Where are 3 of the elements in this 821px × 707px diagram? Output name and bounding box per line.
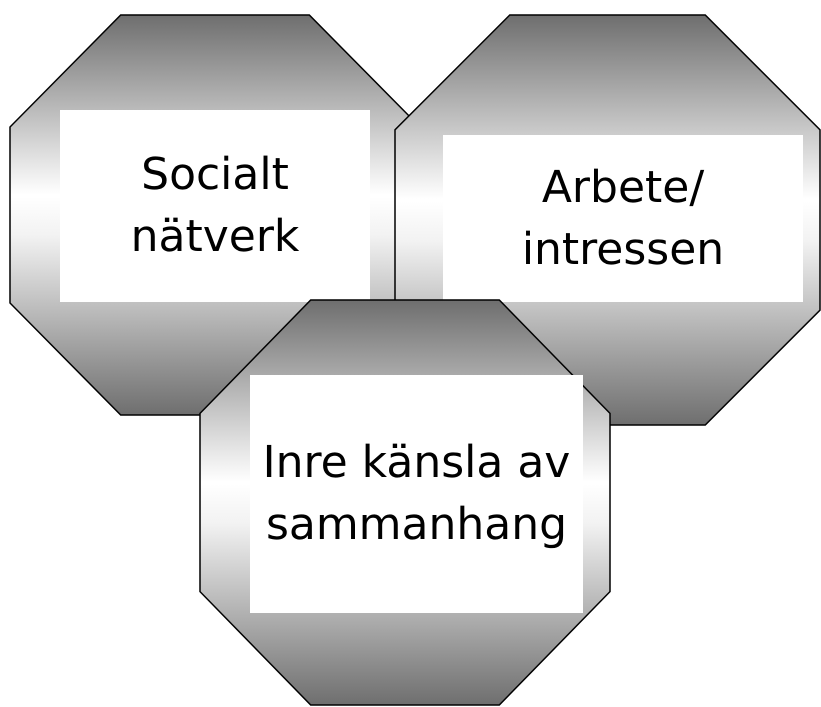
node-label: Arbete/ intressen <box>520 160 726 276</box>
node-label: Inre känsla av sammanhang <box>262 436 572 552</box>
node-label: Socialt nätverk <box>130 148 300 264</box>
